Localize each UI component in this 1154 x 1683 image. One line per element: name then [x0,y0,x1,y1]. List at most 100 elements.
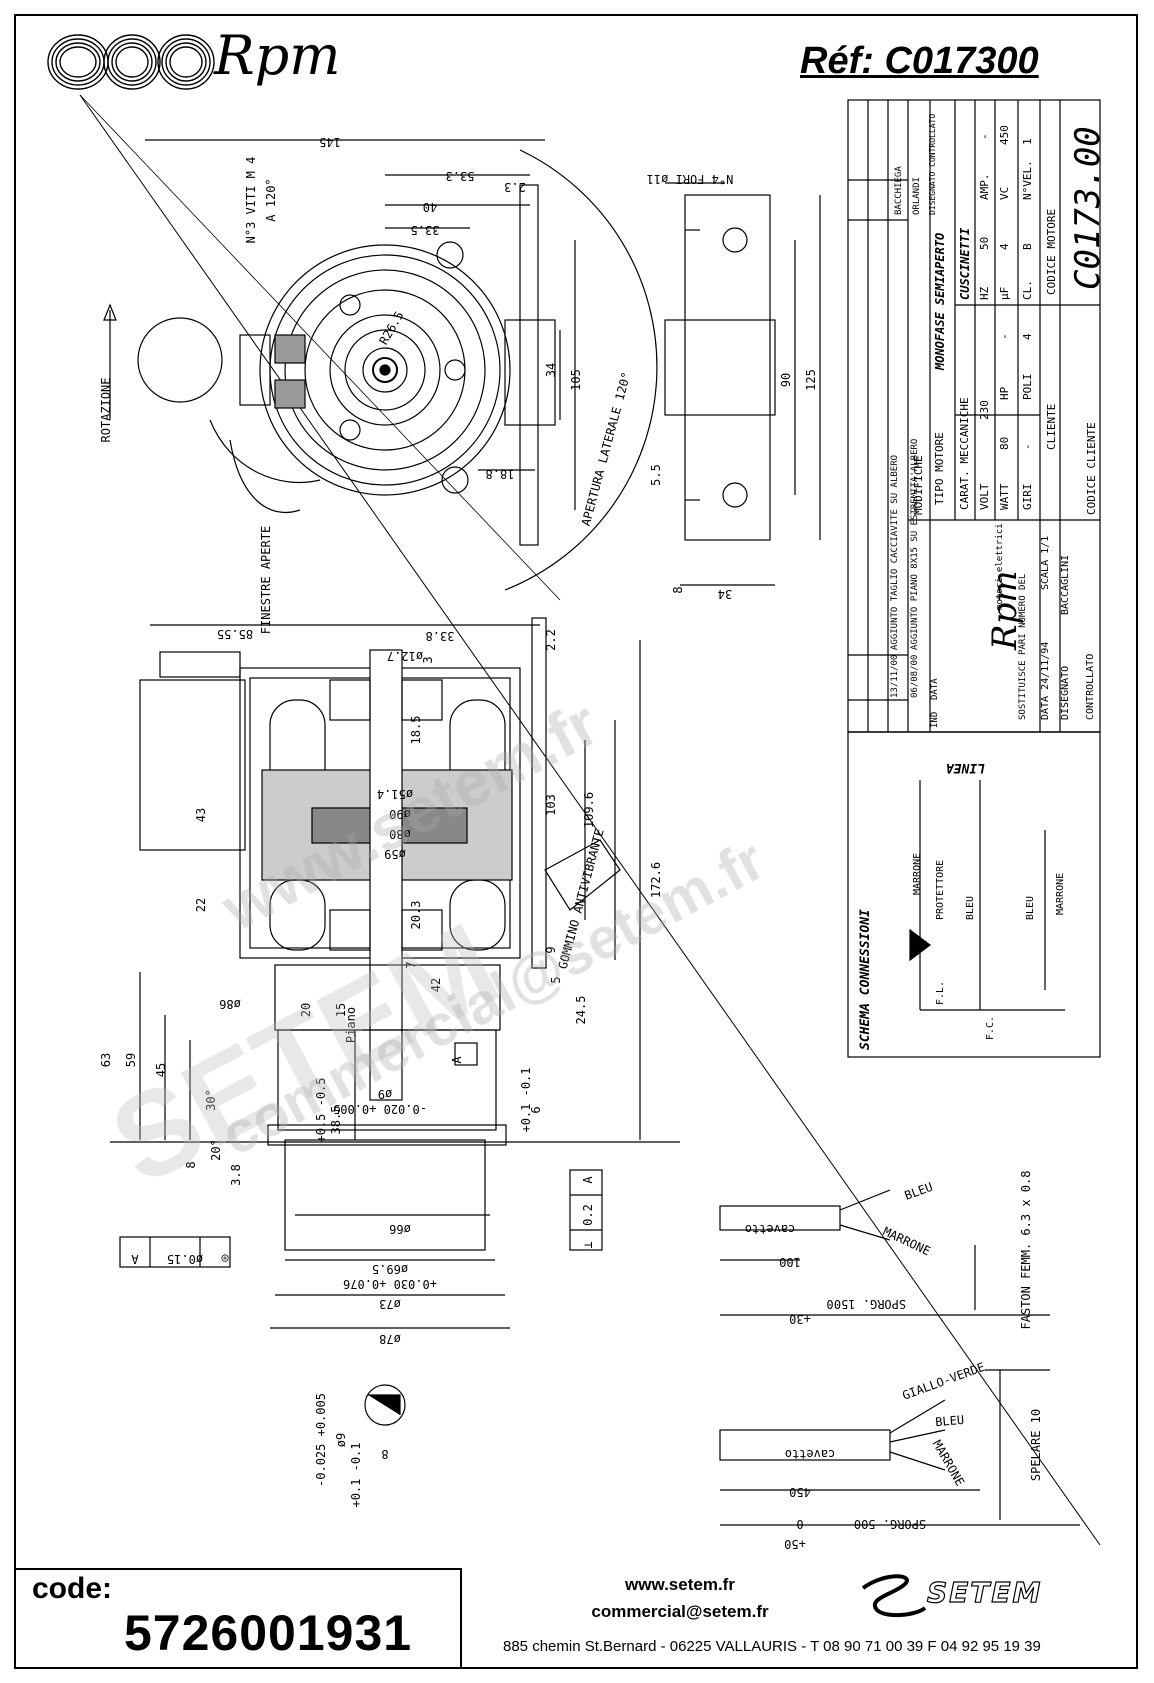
schema-fl: F.L. [935,980,946,1005]
tb-uf-label: µF [998,286,1011,300]
dim-bleu2: BLEU [935,1413,965,1429]
dim-giallo: GIALLO-VERDE [901,1360,987,1403]
dim-d33-5: 33.5 [411,223,440,237]
dim-perp-val: 0.2 [581,1204,595,1226]
dim-a120: A 120° [264,178,278,221]
tb-hz-label: HZ [978,286,991,300]
dim-d5-5: 5.5 [649,464,663,486]
dim-d24-5: 24.5 [574,996,588,1025]
dim-d8b: 8 [184,1161,198,1168]
dim-d80: ø80 [389,827,411,841]
dim-apertura: APERTURA LATERALE 120° [579,370,634,527]
tb-carat: CUSCINETTI [958,227,972,300]
dim-d145: 145 [319,135,341,149]
dim-d59: ø59 [384,847,406,861]
tb-ind-label: IND [930,711,940,728]
tb-motor-code: C0173.00 [1068,126,1108,290]
tb-cl: B [1021,243,1034,250]
dim-conc-val: ø0.15 [167,1252,203,1266]
schema-wire-4: BLEU [1025,895,1036,920]
dim-d22: 22 [194,898,208,912]
dim-perp: ⊥ [581,1241,595,1248]
dim-d12-7: ø12.7 [387,649,423,663]
footer-web[interactable]: www.setem.fr [625,1575,735,1594]
dim-d103: 103 [544,794,558,816]
tb-disegnato-controllato: DISEGNATO CONTROLLATO [928,113,937,215]
dim-zero2: 0 [796,1517,803,1531]
tb-rev7: AGGIUNTO TAGLIO CACCIAVITE SU ALBERO [890,454,900,650]
dim-d42: 42 [429,978,443,992]
dim-n4fori: N°4 FORI ø11 [647,172,734,186]
title-block-grid [847,99,1101,1058]
tb-sign-1: BACCHIEGA [894,166,904,215]
reference-number: Réf: C017300 [800,40,1039,82]
mounting-bracket-view [664,182,821,586]
dim-finestre: FINESTRE APERTE [259,526,273,634]
rpm-logo-coils [47,34,215,90]
dim-d85-55: 85.55 [217,627,253,641]
dim-l450: 450 [789,1485,811,1499]
dim-detail-tol: -0.025 +0.005 [314,1393,328,1487]
tb-poli: 4 [1021,333,1034,340]
tb-giri: - [1021,443,1034,450]
dim-d172-6: 172.6 [649,862,663,898]
dim-d45: 45 [154,1063,168,1077]
tb-motor-code-label: CODICE MOTORE [1045,208,1058,295]
tb-vc-label: VC [998,186,1011,200]
dim-plus30: +30 [789,1312,811,1326]
motor-front-view [79,94,658,601]
footer-address: 885 chemin St.Bernard - 06225 VALLAURIS … [503,1638,1041,1655]
dim-d105: 105 [569,369,583,391]
dim-d43: 43 [194,808,208,822]
dim-d9: 9 [544,946,558,953]
dim-d15: 15 [334,1003,348,1017]
dim-rotazione: ROTAZIONE [99,377,113,442]
dim-d90b: ø90 [389,807,411,821]
dim-d40: 40 [423,200,437,214]
dim-plus50: +50 [784,1537,806,1551]
wire-drawings [719,1189,1080,1526]
tb-cliente-label: CLIENTE [1045,403,1058,450]
tb-sostituisce: SOSTITUISCE PARI NUMERO DEL [1018,573,1028,720]
dim-d86: ø86 [219,997,241,1011]
dim-d38-5: 38.5 [329,1106,343,1135]
tb-sign-2: ORLANDI [912,177,922,215]
tb-giri-label: GIRI [1021,483,1034,511]
dim-bleu: BLEU [903,1180,935,1203]
dim-tol6: +0.1 -0.1 [519,1067,533,1132]
schema-fc: F.C. [985,1015,996,1040]
tb-rev7-date: 13/11/00 [890,654,900,698]
dim-tol69-5: +0.030 +0.076 [343,1277,437,1291]
code-box: code: 5726001931 [14,1568,462,1669]
rpm-logo-text: Rpm [214,24,341,87]
dim-marrone2: MARRONE [930,1438,967,1489]
motor-section-view [110,617,680,1426]
code-value: 5726001931 [124,1605,413,1661]
dim-d59b: 59 [124,1053,138,1067]
dim-marrone: MARRONE [881,1224,933,1258]
dim-conc-ref: A [131,1252,139,1266]
rpm-logo: Rpm [44,24,364,98]
dim-cavetto: cavetto [745,1222,796,1236]
dim-d125: 125 [804,369,818,391]
dim-d63: 63 [99,1053,113,1067]
tb-rpm-motori: motori elettrici [995,523,1005,610]
schema-wire-3: BLEU [965,895,976,920]
dim-d66: ø66 [389,1222,411,1236]
footer-email[interactable]: commercial@setem.fr [591,1602,769,1621]
dim-d6: 6 [529,1106,543,1113]
tb-hp-label: HP [998,386,1011,400]
tb-hp: - [998,333,1011,340]
dim-d51-4: ø51.4 [377,787,413,801]
dim-zero: 0 [826,1297,833,1311]
dim-viti: N°3 VITI M 4 [244,157,258,244]
dim-d20: 20 [299,1003,313,1017]
dim-detail-tol8: +0.1 -0.1 [349,1442,363,1507]
dim-d30deg: 30° [204,1089,218,1111]
tb-amp: - [978,133,991,140]
dim-d3: 3 [421,656,435,663]
dim-d2-2: 2.2 [544,629,558,651]
dim-d90: 90 [779,373,793,387]
dim-d18-8: 18.8 [486,467,515,481]
